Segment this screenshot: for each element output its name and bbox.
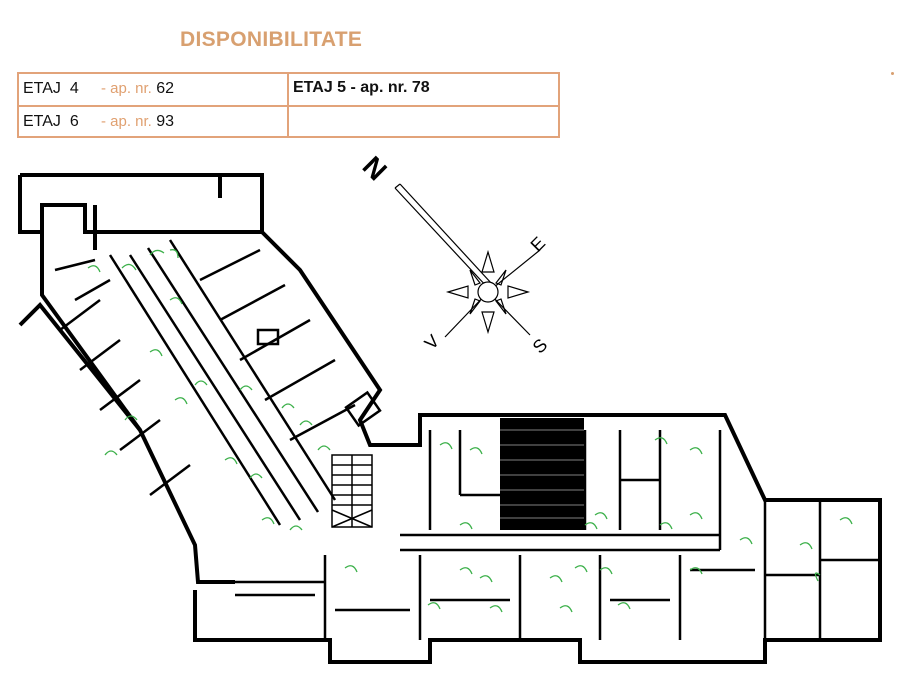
floor-number: 6 xyxy=(69,113,79,130)
floor-label: ETAJ xyxy=(23,113,61,130)
apartment-number: 62 xyxy=(156,80,175,97)
staircase-icon xyxy=(500,418,584,530)
interior-walls xyxy=(54,239,880,640)
door-swing-icon xyxy=(87,249,853,613)
compass-south-label: S xyxy=(529,335,552,358)
availability-highlight: ETAJ 5 - ap. nr. 78 xyxy=(293,79,430,96)
table-divider xyxy=(287,74,289,136)
apartment-prefix: - ap. nr. xyxy=(100,113,152,130)
decorative-dot xyxy=(891,72,894,75)
floor-number: 4 xyxy=(69,80,79,97)
staircase-icon xyxy=(331,454,373,528)
page-title: DISPONIBILITATE xyxy=(180,28,363,51)
compass-east-label: E xyxy=(527,233,550,256)
availability-table: ETAJ 4 - ap. nr. 62 ETAJ 5 - ap. nr. 78 … xyxy=(17,72,560,138)
floor-label: ETAJ xyxy=(23,80,61,97)
compass-west-label: V xyxy=(421,331,444,354)
compass-north-label: N xyxy=(357,150,393,186)
apartment-prefix: - ap. nr. xyxy=(100,80,152,97)
availability-row: ETAJ 6 - ap. nr. 93 xyxy=(23,113,174,131)
apartment-number: 93 xyxy=(156,113,175,130)
availability-row: ETAJ 4 - ap. nr. 62 xyxy=(23,80,174,98)
compass-rose-icon xyxy=(394,183,541,338)
building-walls xyxy=(18,173,882,664)
